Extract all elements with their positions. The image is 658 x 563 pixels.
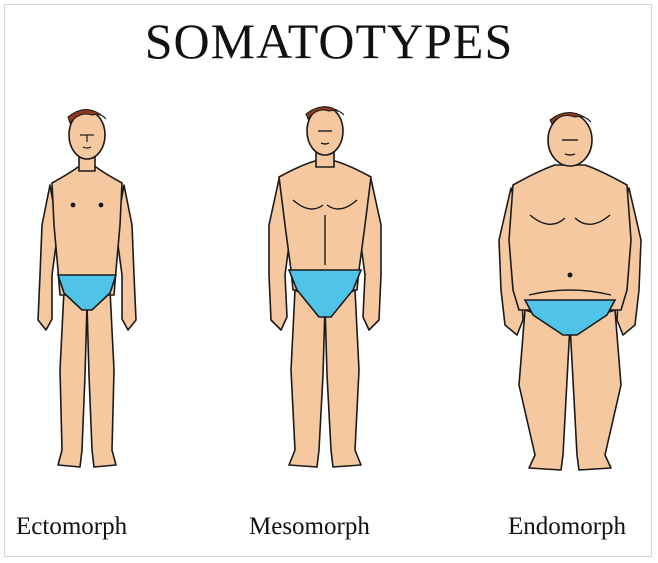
mesomorph-label: Mesomorph bbox=[249, 513, 370, 541]
endomorph-figure bbox=[495, 110, 645, 475]
ectomorph-body-figure bbox=[30, 105, 145, 475]
mesomorph-body-figure bbox=[265, 105, 385, 475]
ectomorph-figure bbox=[30, 105, 145, 475]
diagram-title: SOMATOTYPES bbox=[0, 12, 658, 70]
endomorph-label: Endomorph bbox=[508, 513, 626, 541]
endomorph-body-figure bbox=[495, 110, 645, 475]
ectomorph-label: Ectomorph bbox=[16, 513, 127, 541]
mesomorph-figure bbox=[265, 105, 385, 475]
